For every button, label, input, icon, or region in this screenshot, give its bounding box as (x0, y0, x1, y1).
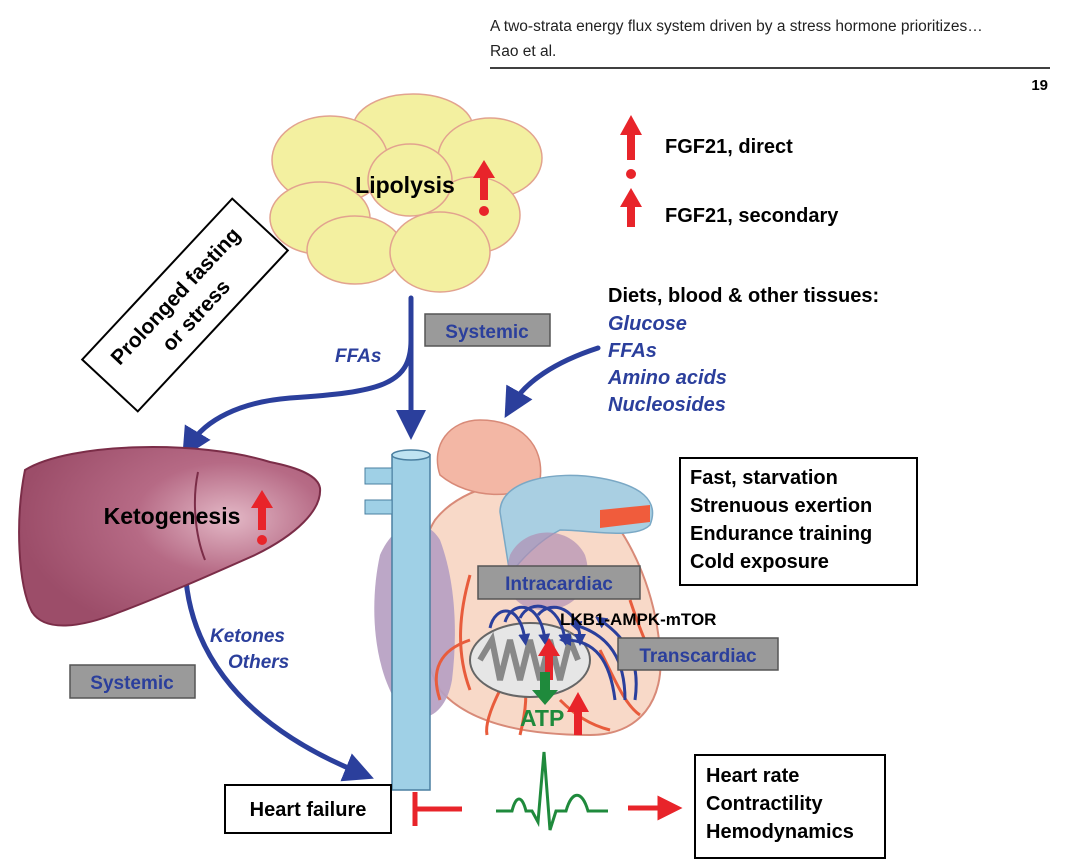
liver-organ (18, 446, 322, 627)
ketogenesis-label: Ketogenesis (104, 503, 241, 529)
outcome-item: Hemodynamics (706, 821, 854, 843)
transcardiac-text: Transcardiac (639, 646, 757, 667)
legend: FGF21, direct FGF21, secondary (620, 115, 839, 227)
condition-item: Fast, starvation (690, 467, 838, 489)
diets-item: Nucleosides (608, 394, 726, 416)
outcome-item: Heart rate (706, 765, 799, 787)
systemic-label-left: Systemic (69, 664, 196, 699)
outcome-item: Contractility (706, 793, 824, 815)
ecg-trace-icon (496, 751, 608, 831)
aorta-vessel (364, 449, 431, 791)
outcomes-box: Heart rate Contractility Hemodynamics (694, 754, 886, 859)
diets-list: Diets, blood & other tissues: Glucose FF… (607, 285, 879, 416)
transcardiac-label: Transcardiac (617, 637, 779, 671)
legend-secondary-label: FGF21, secondary (665, 205, 839, 227)
ffas-flow-label: FFAs (335, 346, 381, 367)
diets-item: FFAs (608, 340, 657, 362)
atp-label: ATP (520, 705, 564, 731)
condition-item: Cold exposure (690, 551, 829, 573)
lkb1-ampk-mtor-label: LKB1-AMPK-mTOR (560, 610, 716, 629)
condition-item: Strenuous exertion (690, 495, 872, 517)
heart-failure-box: Heart failure (224, 784, 392, 834)
conditions-box: Fast, starvation Strenuous exertion Endu… (679, 457, 918, 586)
adipocyte-cluster (269, 93, 543, 293)
heart-failure-text: Heart failure (250, 799, 367, 821)
fgf21-direct-arrow-lipolysis (473, 160, 495, 216)
page-header: A two-strata energy flux system driven b… (490, 18, 1050, 94)
prolonged-fasting-box: Prolonged fasting or stress (80, 197, 290, 413)
intracardiac-label: Intracardiac (477, 565, 641, 600)
ffa-to-liver-arrow (182, 337, 414, 458)
diets-heading: Diets, blood & other tissues: (608, 285, 879, 307)
mitochondrion (469, 622, 591, 698)
others-label: Others (228, 652, 289, 673)
condition-item: Endurance training (690, 523, 872, 545)
legend-direct-arrow (620, 115, 642, 160)
paper-title: A two-strata energy flux system driven b… (490, 18, 983, 35)
inhibition-symbol (412, 792, 462, 826)
legend-direct-label: FGF21, direct (665, 136, 793, 158)
diets-item: Glucose (608, 313, 687, 335)
flow-arrows (182, 295, 601, 782)
page-number: 19 (1031, 77, 1048, 94)
ketones-to-heart-arrow (182, 557, 374, 782)
fgf21-direct-arrow-ketogenesis (251, 490, 273, 545)
paper-authors: Rao et al. (490, 43, 556, 60)
diets-item: Amino acids (607, 367, 727, 389)
systemic-label-top: Systemic (424, 313, 551, 347)
fgf21-secondary-arrow-atp (567, 692, 589, 735)
lipolysis-label: Lipolysis (355, 172, 455, 198)
diet-to-heart-arrow (504, 345, 601, 419)
atp-green-arrow (532, 672, 558, 705)
systemic-left-text: Systemic (90, 673, 174, 694)
legend-secondary-arrow (620, 188, 642, 227)
systemic-top-text: Systemic (445, 322, 529, 343)
fgf21-secondary-arrow-mito (538, 638, 560, 680)
ketones-label: Ketones (210, 626, 285, 647)
intracardiac-text: Intracardiac (505, 574, 613, 595)
